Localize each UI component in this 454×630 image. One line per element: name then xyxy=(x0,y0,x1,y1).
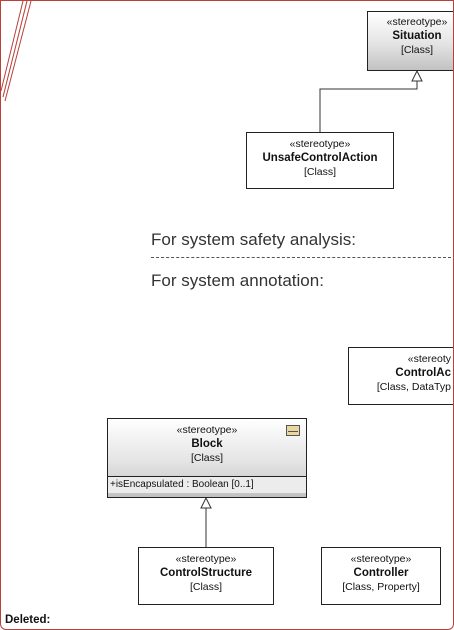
class-name: ControlStructure xyxy=(160,567,252,579)
stereotype-label: «stereotype» xyxy=(175,553,237,565)
block-class[interactable]: «stereotype» Block [Class] +isEncapsulat… xyxy=(107,418,307,498)
block-attribute: +isEncapsulated : Boolean [0..1] xyxy=(108,476,306,493)
control-structure-class[interactable]: «stereotype» ControlStructure [Class] xyxy=(138,547,274,605)
stereotype-label: «stereotype» xyxy=(289,138,351,150)
system-annotation-label: For system annotation: xyxy=(151,271,324,290)
frame-diagonal-line xyxy=(4,1,32,102)
generalization-arrowhead xyxy=(411,69,423,82)
class-name: Controller xyxy=(353,567,409,579)
class-kind: [Class] xyxy=(189,581,223,593)
frame-diagonal-line xyxy=(2,1,28,98)
deleted-label: Deleted: xyxy=(5,614,51,626)
class-kind: [Class] xyxy=(400,44,434,56)
generalization-line xyxy=(319,81,418,132)
controller-class[interactable]: «stereotype» Controller [Class, Property… xyxy=(321,547,441,605)
class-name: ControlAc xyxy=(395,367,451,379)
unsafe-control-action-class[interactable]: «stereotype» UnsafeControlAction [Class] xyxy=(246,132,394,189)
situation-class[interactable]: «stereotype» Situation [Class] xyxy=(367,11,453,71)
control-action-class[interactable]: «stereoty ControlAc [Class, DataTyp xyxy=(348,347,453,405)
stereotype-label: «stereoty xyxy=(407,353,451,365)
stereotype-label: «stereotype» xyxy=(386,16,448,28)
class-name: Block xyxy=(191,438,223,450)
class-name: Situation xyxy=(392,30,442,42)
stereotype-label: «stereotype» xyxy=(176,424,238,436)
block-header: «stereotype» Block [Class] xyxy=(108,419,306,476)
class-kind: [Class] xyxy=(190,452,224,464)
safety-analysis-label: For system safety analysis: xyxy=(151,230,357,249)
class-kind: [Class, Property] xyxy=(342,581,420,593)
block-icon xyxy=(286,425,300,436)
class-name: UnsafeControlAction xyxy=(262,152,378,164)
class-kind: [Class, DataTyp xyxy=(376,381,451,393)
class-kind: [Class] xyxy=(303,166,337,178)
frame-diagonal-line xyxy=(1,1,24,92)
dashed-separator xyxy=(151,257,451,259)
stereotype-label: «stereotype» xyxy=(350,553,412,565)
generalization-arrowhead xyxy=(200,496,212,509)
